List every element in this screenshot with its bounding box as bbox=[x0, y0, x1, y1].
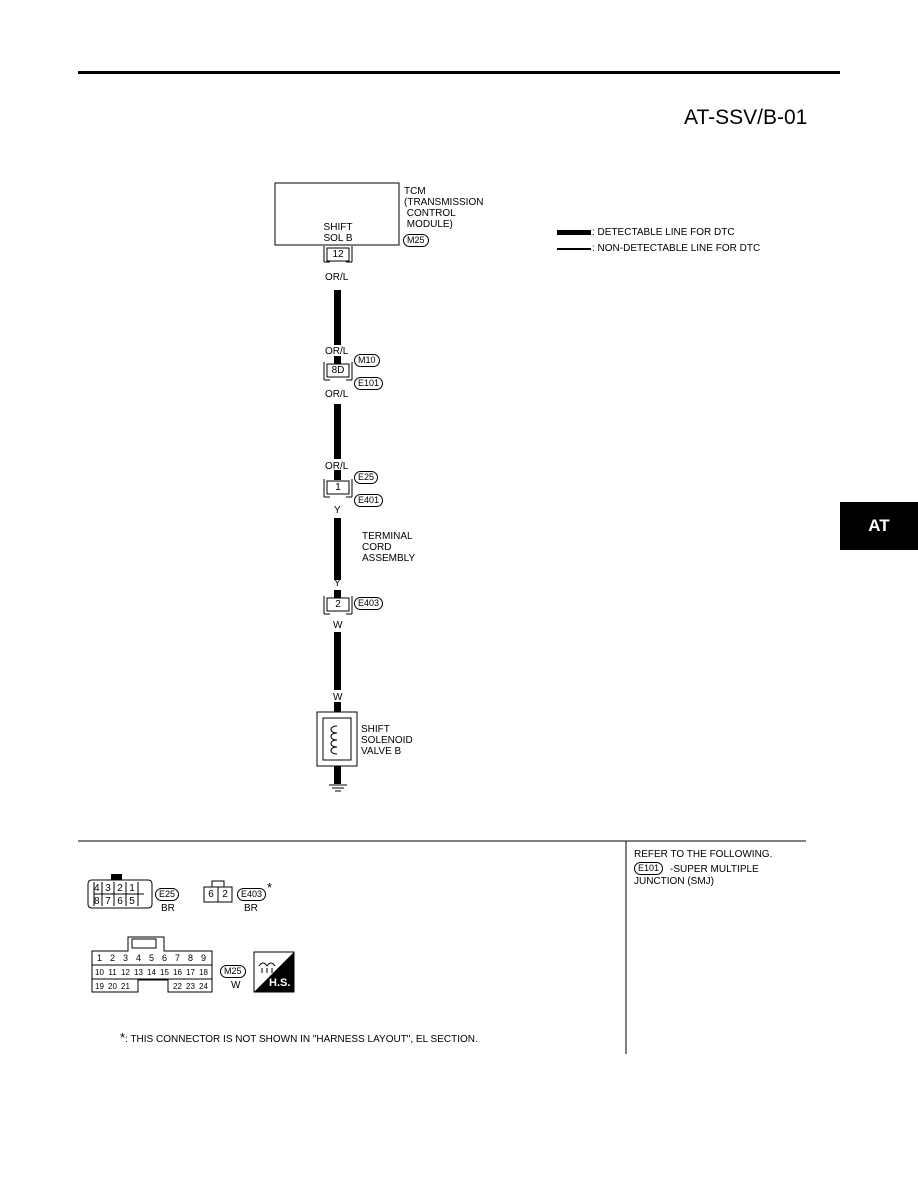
footnote-text: : THIS CONNECTOR IS NOT SHOWN IN "HARNES… bbox=[125, 1034, 478, 1045]
tcm-terminal-label: SHIFT SOL B bbox=[323, 222, 353, 244]
connector-id-e401[interactable]: E401 bbox=[354, 494, 384, 507]
wire-color-label: W bbox=[333, 620, 343, 631]
m25-connector-id[interactable]: M25 bbox=[220, 965, 246, 978]
legend-detectable-text: : DETECTABLE LINE FOR DTC bbox=[592, 227, 735, 238]
solenoid-label: SHIFT SOLENOID VALVE B bbox=[361, 724, 413, 757]
legend-thin-line bbox=[557, 248, 591, 250]
wire-color-label: Y bbox=[334, 505, 341, 516]
tcm-terminal-box bbox=[326, 247, 350, 262]
wire-color-label: OR/L bbox=[325, 389, 349, 400]
wire-color-label: OR/L bbox=[325, 346, 349, 357]
footnote-star: * bbox=[120, 1030, 126, 1045]
refer-connector-e101[interactable]: E101 bbox=[634, 862, 664, 875]
section-tab-at[interactable]: AT bbox=[840, 502, 918, 550]
connector-id-e101[interactable]: E101 bbox=[354, 377, 384, 390]
connector-pin-8d: 8D bbox=[331, 365, 345, 376]
refer-item: -SUPER MULTIPLE bbox=[670, 864, 759, 875]
wire-segment-2 bbox=[334, 404, 341, 459]
m25-connector-face bbox=[91, 936, 213, 993]
hs-label: H.S. bbox=[269, 977, 291, 989]
e25-connector-id[interactable]: E25 bbox=[155, 888, 180, 901]
legend-thick-line bbox=[557, 230, 591, 235]
tcm-label: TCM (TRANSMISSION CONTROL MODULE) bbox=[404, 186, 484, 230]
connector-id-e25[interactable]: E25 bbox=[354, 471, 379, 484]
top-rule bbox=[78, 71, 840, 74]
wire-color-label: OR/L bbox=[325, 461, 349, 472]
connector-pin-1: 1 bbox=[335, 482, 341, 493]
connector-pin-2: 2 bbox=[335, 599, 341, 610]
wire-segment-3 bbox=[334, 518, 341, 580]
solenoid-coil bbox=[330, 725, 338, 755]
connector-id-e403[interactable]: E403 bbox=[354, 597, 384, 610]
harness-symbol-icon bbox=[253, 951, 295, 993]
connector-2-box bbox=[326, 597, 350, 612]
connector-id-m10[interactable]: M10 bbox=[354, 354, 380, 367]
wire-color-label: Y bbox=[334, 578, 341, 589]
e403-star: * bbox=[267, 880, 273, 895]
wire-color-label: W bbox=[333, 692, 343, 703]
solenoid-inner-box bbox=[322, 717, 352, 761]
legend-non-detectable-text: : NON-DETECTABLE LINE FOR DTC bbox=[592, 243, 761, 254]
footnote: *: THIS CONNECTOR IS NOT SHOWN IN "HARNE… bbox=[120, 1030, 478, 1045]
wire-segment-4 bbox=[334, 632, 341, 690]
e403-connector-face bbox=[203, 880, 233, 903]
refer-item-line2: JUNCTION (SMJ) bbox=[634, 876, 714, 887]
e403-connector-color: BR bbox=[244, 903, 258, 914]
page-title: AT-SSV/B-01 bbox=[684, 106, 808, 129]
m25-connector-color: W bbox=[231, 980, 241, 991]
tcm-connector-m25[interactable]: M25 bbox=[403, 234, 429, 247]
wire-segment-1 bbox=[334, 290, 341, 345]
e403-connector-id[interactable]: E403 bbox=[237, 888, 267, 901]
connector-1-box bbox=[326, 480, 350, 495]
tcm-terminal-pin: 12 bbox=[332, 249, 344, 260]
e25-connector-face bbox=[87, 874, 153, 909]
refer-heading: REFER TO THE FOLLOWING. bbox=[634, 849, 773, 860]
connector-8d-box bbox=[326, 363, 350, 378]
terminal-cord-label: TERMINAL CORD ASSEMBLY bbox=[362, 531, 416, 564]
wire-color-label: OR/L bbox=[325, 272, 349, 283]
tcm-box bbox=[274, 182, 400, 246]
e25-connector-color: BR bbox=[161, 903, 175, 914]
